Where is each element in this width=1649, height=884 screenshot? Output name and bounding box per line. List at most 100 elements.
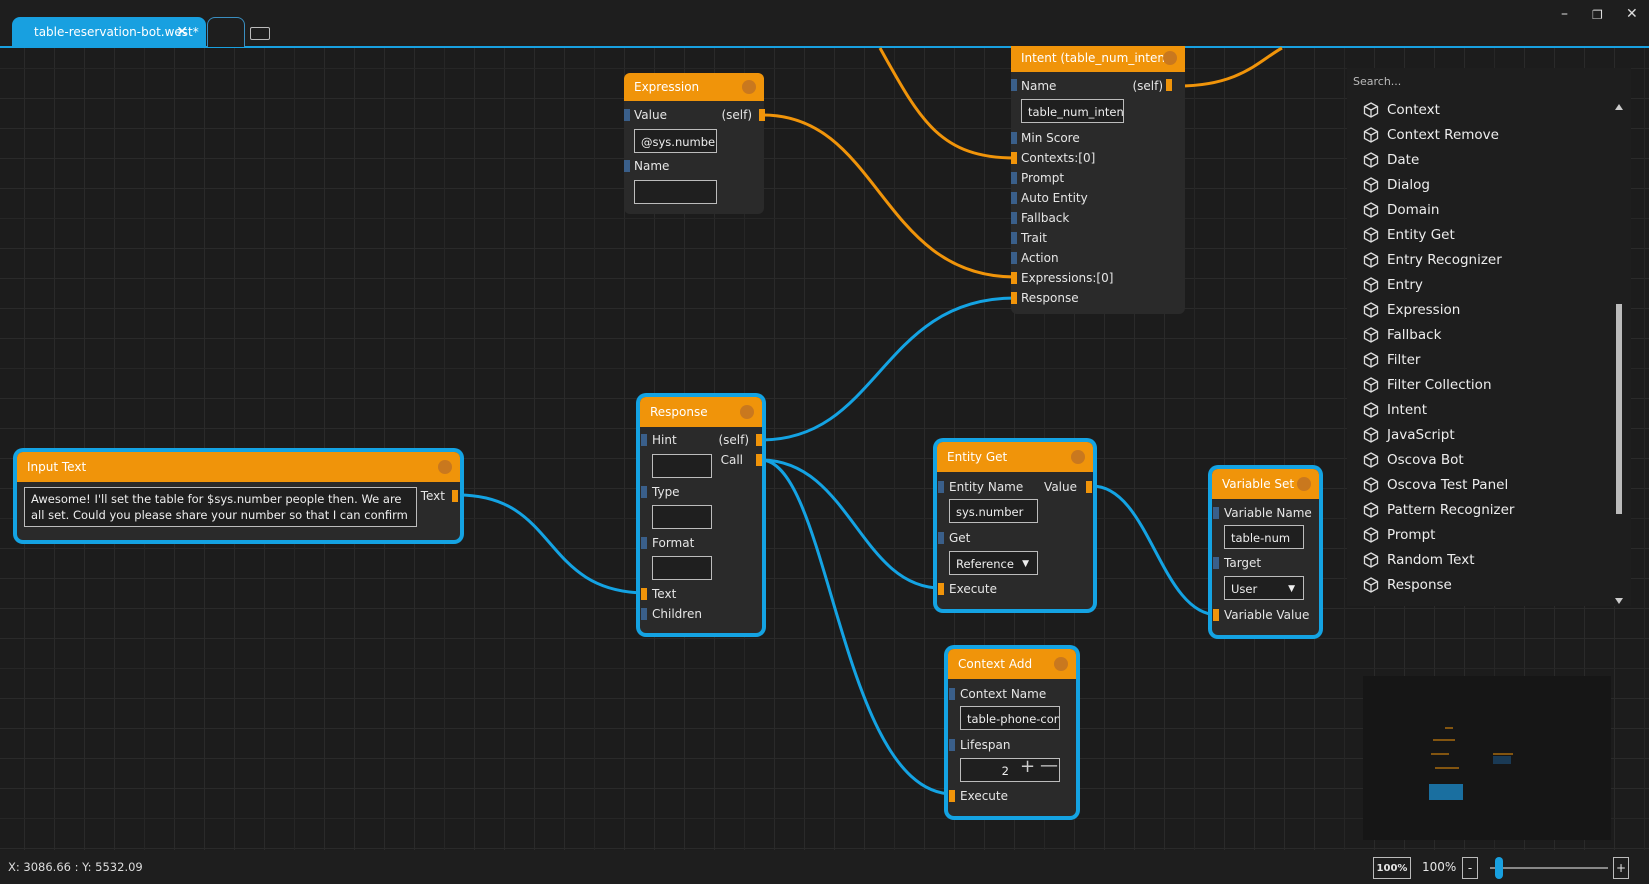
call-output-pin[interactable] [756,454,762,466]
name-input-pin[interactable] [1011,79,1017,91]
palette-item[interactable]: Prompt [1363,523,1435,547]
palette-item[interactable]: JavaScript [1363,423,1455,447]
zoom-out-button[interactable]: - [1462,857,1478,879]
tab-empty[interactable] [207,17,245,47]
palette-item[interactable]: Fallback [1363,323,1441,347]
palette-item[interactable]: Entry Recognizer [1363,248,1502,272]
palette-item[interactable]: Context Remove [1363,123,1499,147]
entity-get-node-header[interactable]: Entity Get [937,442,1093,472]
min-score-pin[interactable] [1011,132,1017,144]
format-input-pin[interactable] [641,537,647,549]
type-input-pin[interactable] [641,486,647,498]
palette-item[interactable]: Intent [1363,398,1427,422]
action-pin[interactable] [1011,252,1017,264]
palette-item[interactable]: Filter Collection [1363,373,1492,397]
expression-node[interactable]: Expression Value (self) @sys.number Name [624,73,765,214]
zoom-slider-thumb[interactable] [1495,857,1504,879]
node-status-icon[interactable] [1297,477,1311,491]
intent-node[interactable]: Intent (table_num_intent) Name (self) ta… [1011,46,1185,314]
variable-name-input-pin[interactable] [1213,507,1219,519]
text-output-pin[interactable] [452,490,458,502]
context-add-node[interactable]: Context Add Context Name table-phone-con… [948,649,1076,816]
format-field[interactable] [652,556,712,580]
palette-item[interactable]: Filter [1363,348,1420,372]
value-input-pin[interactable] [624,109,630,121]
context-name-field[interactable]: table-phone-con [960,706,1060,730]
variable-value-input-pin[interactable] [1213,609,1219,621]
input-text-node-header[interactable]: Input Text [17,452,460,482]
variable-name-field[interactable]: table-num [1224,525,1304,549]
node-status-icon[interactable] [740,405,754,419]
self-output-pin[interactable] [1166,79,1172,91]
context-add-node-header[interactable]: Context Add [948,649,1076,679]
node-status-icon[interactable] [1054,657,1068,671]
entity-name-input-pin[interactable] [938,481,944,493]
intent-node-header[interactable]: Intent (table_num_intent) [1011,46,1185,72]
plus-icon[interactable]: + [1020,756,1036,777]
children-input-pin[interactable] [641,608,647,620]
node-status-icon[interactable] [1163,51,1177,65]
response-node[interactable]: Response Hint (self) Call Type Format Te… [640,397,762,633]
entity-name-field[interactable]: sys.number [949,499,1038,523]
trait-pin[interactable] [1011,232,1017,244]
variable-set-node-header[interactable]: Variable Set [1212,469,1319,499]
minimize-icon[interactable]: – [1561,6,1568,22]
entity-get-node[interactable]: Entity Get Entity Name Value sys.number … [937,442,1093,609]
palette-item[interactable]: Oscova Test Panel [1363,473,1508,497]
intent-name-field[interactable]: table_num_intent [1021,99,1124,123]
palette-search-input[interactable]: Search... [1347,68,1631,96]
close-tab-icon[interactable]: ✕ [176,24,188,40]
close-window-icon[interactable]: ✕ [1626,6,1638,22]
type-field[interactable] [652,505,712,529]
palette-item[interactable]: Response [1363,573,1452,597]
zoom-slider-track[interactable] [1490,867,1608,869]
minimap[interactable] [1363,676,1611,840]
palette-item[interactable]: Pattern Recognizer [1363,498,1514,522]
context-name-input-pin[interactable] [949,688,955,700]
input-text-field[interactable]: Awesome! I'll set the table for $sys.num… [24,487,417,527]
self-output-pin[interactable] [759,109,765,121]
palette-scrollbar[interactable] [1615,104,1623,604]
palette-item[interactable]: Domain [1363,198,1439,222]
get-dropdown[interactable]: Reference▼ [949,551,1038,575]
contexts-pin[interactable] [1011,152,1017,164]
get-input-pin[interactable] [938,532,944,544]
expressions-pin[interactable] [1011,272,1017,284]
input-text-node[interactable]: Input Text Awesome! I'll set the table f… [17,452,460,540]
palette-item[interactable]: Random Text [1363,548,1475,572]
tab-table-reservation-bot[interactable]: table-reservation-bot.west* ✕ [12,17,206,47]
expression-name-field[interactable] [634,180,717,204]
node-status-icon[interactable] [438,460,452,474]
node-status-icon[interactable] [742,80,756,94]
new-tab-icon[interactable] [250,27,270,40]
text-input-pin[interactable] [641,588,647,600]
fallback-pin[interactable] [1011,212,1017,224]
lifespan-input-pin[interactable] [949,739,955,751]
variable-set-node[interactable]: Variable Set Variable Name table-num Tar… [1212,469,1319,635]
minus-icon[interactable]: — [1040,755,1058,776]
self-output-pin[interactable] [756,434,762,446]
palette-item[interactable]: Oscova Bot [1363,448,1464,472]
hint-input-pin[interactable] [641,434,647,446]
prompt-pin[interactable] [1011,172,1017,184]
reset-zoom-button[interactable]: 100% [1373,857,1411,879]
palette-item[interactable]: Date [1363,148,1419,172]
target-dropdown[interactable]: User▼ [1224,576,1304,600]
palette-item[interactable]: Context [1363,98,1440,122]
palette-item[interactable]: Entity Get [1363,223,1455,247]
auto-entity-pin[interactable] [1011,192,1017,204]
response-pin[interactable] [1011,292,1017,304]
execute-input-pin[interactable] [949,790,955,802]
node-status-icon[interactable] [1071,450,1085,464]
expression-node-header[interactable]: Expression [624,73,764,101]
palette-item[interactable]: Expression [1363,298,1460,322]
execute-input-pin[interactable] [938,583,944,595]
target-input-pin[interactable] [1213,557,1219,569]
hint-field[interactable] [652,454,712,478]
expression-value-field[interactable]: @sys.number [634,129,717,153]
response-node-header[interactable]: Response [640,397,762,427]
palette-item[interactable]: Entry [1363,273,1423,297]
name-input-pin[interactable] [624,160,630,172]
zoom-in-button[interactable]: + [1613,857,1629,879]
